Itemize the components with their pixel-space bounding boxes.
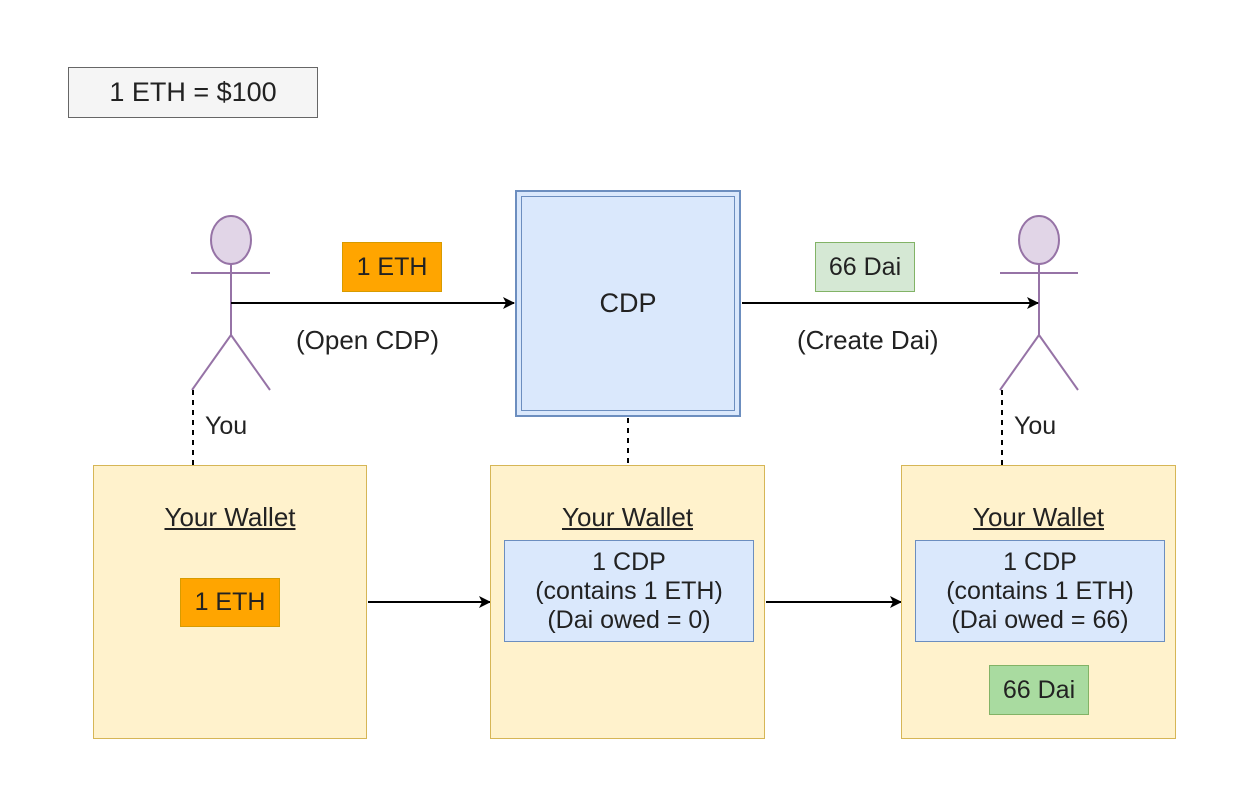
wallet-2-cdp-line1: 1 CDP	[592, 547, 666, 576]
wallet-3-cdp-line2: (contains 1 ETH)	[946, 576, 1134, 605]
wallet-3-title: Your Wallet	[972, 502, 1105, 532]
wallet-2-title: Your Wallet	[561, 502, 694, 532]
wallet-1-title: Your Wallet	[164, 502, 296, 532]
create-dai-label: (Create Dai)	[797, 325, 939, 356]
wallet-2-cdp-line3: (Dai owed = 0)	[547, 605, 711, 634]
open-eth-tag-text: 1 ETH	[356, 252, 428, 281]
wallet-1-eth-tag: 1 ETH	[180, 578, 280, 627]
cdp-box: CDP	[515, 190, 741, 417]
right-actor-label: You	[1014, 412, 1057, 440]
open-cdp-label: (Open CDP)	[296, 325, 440, 356]
wallet-3: Your Wallet 1 CDP (contains 1 ETH) (Dai …	[901, 465, 1176, 739]
wallet-3-dai-tag-text: 66 Dai	[1002, 675, 1076, 704]
open-eth-tag: 1 ETH	[342, 242, 442, 292]
create-dai-tag: 66 Dai	[815, 242, 915, 292]
cdp-label: CDP	[599, 288, 657, 318]
price-note-text: 1 ETH = $100	[109, 77, 277, 107]
create-dai-tag-text: 66 Dai	[828, 252, 902, 281]
wallet-3-dai-tag: 66 Dai	[989, 665, 1089, 715]
wallet-3-cdp-info: 1 CDP (contains 1 ETH) (Dai owed = 66)	[915, 540, 1165, 642]
wallet-1: Your Wallet 1 ETH	[93, 465, 367, 739]
wallet-2-cdp-info: 1 CDP (contains 1 ETH) (Dai owed = 0)	[504, 540, 754, 642]
wallet-2: Your Wallet 1 CDP (contains 1 ETH) (Dai …	[490, 465, 765, 739]
wallet-1-eth-tag-text: 1 ETH	[194, 588, 266, 616]
wallet-2-cdp-line2: (contains 1 ETH)	[535, 576, 723, 605]
wallet-3-cdp-line3: (Dai owed = 66)	[951, 605, 1129, 634]
left-actor-icon	[191, 215, 271, 391]
right-actor-icon	[999, 215, 1079, 391]
wallet-3-cdp-line1: 1 CDP	[1003, 547, 1077, 576]
left-actor-label: You	[205, 412, 248, 440]
price-note: 1 ETH = $100	[68, 67, 318, 118]
